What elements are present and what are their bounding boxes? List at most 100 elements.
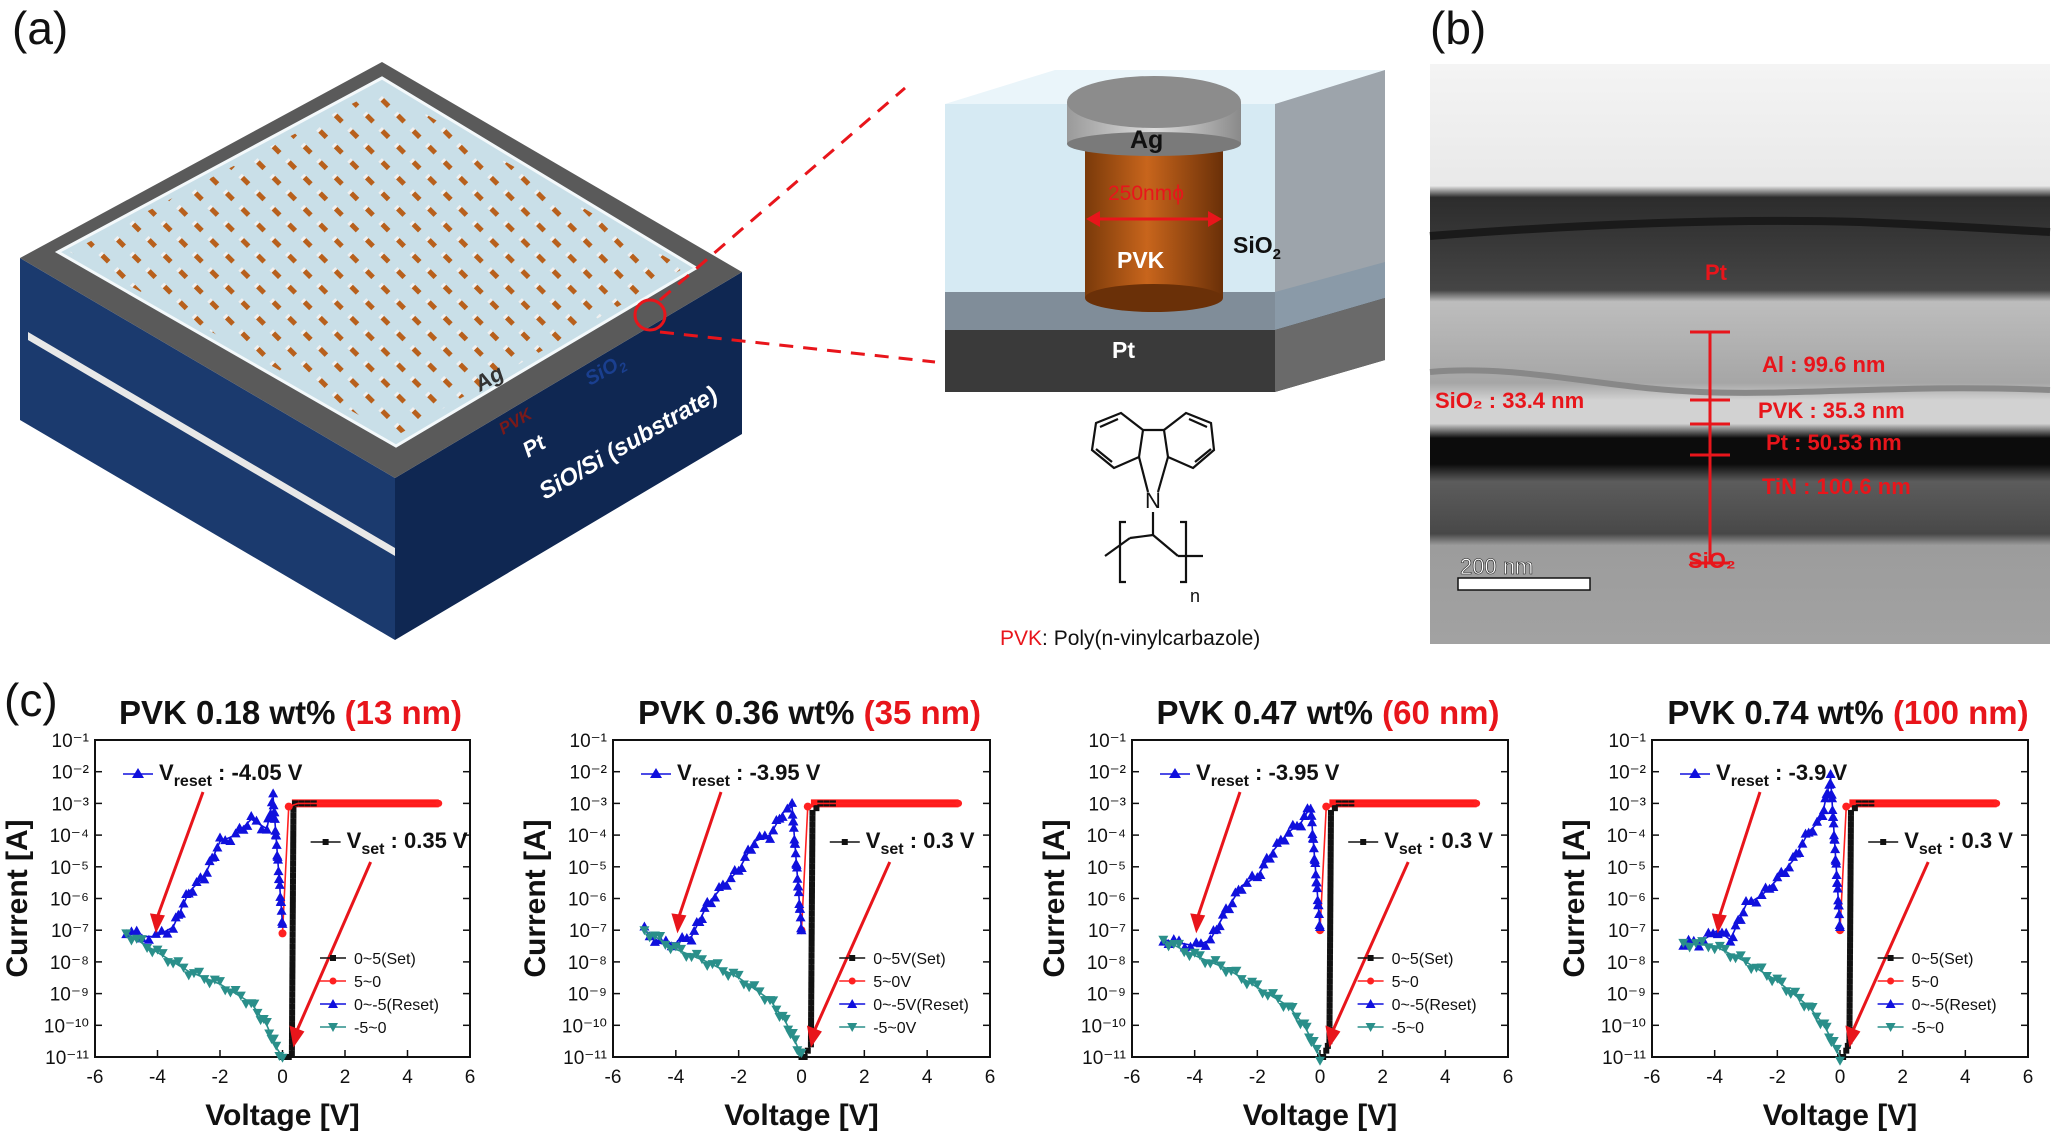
data-point	[1846, 966, 1853, 973]
substrate-right-face	[395, 272, 742, 640]
data-point	[717, 967, 728, 977]
y-tick-label: 10⁻⁹	[1607, 985, 1646, 1006]
data-point	[1326, 996, 1333, 1003]
data-point	[1309, 853, 1320, 863]
data-point	[269, 813, 280, 823]
data-point	[1326, 1002, 1333, 1009]
data-point	[793, 887, 804, 897]
data-point	[289, 1009, 296, 1016]
data-point	[1327, 918, 1334, 925]
molecule-repeat-n: n	[1190, 586, 1200, 606]
data-point	[1327, 924, 1334, 931]
y-tick-label: 10⁻¹⁰	[1601, 1016, 1646, 1037]
data-point	[289, 919, 296, 926]
data-point	[1314, 908, 1325, 918]
data-point	[1821, 1022, 1832, 1032]
data-point	[289, 901, 296, 908]
data-point	[1327, 948, 1334, 955]
data-point	[1831, 869, 1842, 879]
legend-label: 0~5V(Set)	[873, 951, 945, 968]
vreset-sub: reset	[1731, 773, 1770, 790]
data-point	[1833, 900, 1844, 910]
data-point	[270, 825, 281, 835]
data-point	[1730, 954, 1741, 964]
data-point	[1846, 978, 1853, 985]
vreset-v: V	[1716, 760, 1731, 785]
y-tick-label: 10⁻⁸	[1087, 953, 1126, 974]
data-point	[1846, 972, 1853, 979]
data-point	[1847, 948, 1854, 955]
data-point	[1725, 936, 1736, 946]
data-point	[1797, 838, 1808, 848]
data-point	[1311, 877, 1322, 887]
x-tick-label: 0	[277, 1067, 288, 1088]
series-line	[1319, 802, 1477, 931]
data-point	[268, 788, 279, 798]
chart-title: PVK 0.18 wt% (13 nm)	[119, 694, 462, 731]
series-line	[125, 796, 284, 938]
data-point	[1327, 827, 1334, 834]
crossbar-array-illustration: Ag PVK SiO2 Pt SiO/Si (substrate)	[20, 62, 936, 640]
data-point	[266, 797, 277, 807]
data-point	[808, 1011, 815, 1018]
panel-label-a: (a)	[12, 2, 68, 54]
data-point	[251, 815, 262, 825]
data-point	[808, 1005, 815, 1012]
data-point	[813, 805, 820, 812]
data-point	[289, 949, 296, 956]
vreset-arrow	[1718, 791, 1762, 916]
data-point	[1697, 937, 1708, 947]
data-point	[1301, 1022, 1312, 1032]
data-point	[1310, 869, 1321, 879]
vreset-v: V	[677, 760, 692, 785]
vreset-label: Vreset : -3.95 V	[1196, 760, 1340, 790]
data-point	[1847, 827, 1854, 834]
data-point	[1846, 996, 1853, 1003]
x-tick-label: 6	[465, 1067, 476, 1088]
data-point	[275, 896, 286, 906]
data-point	[152, 945, 163, 955]
y-tick-label: 10⁻¹¹	[563, 1048, 607, 1069]
data-point	[1307, 817, 1318, 827]
panel-a: (a) Ag PVK SiO2 Pt SiO/Si (substrate)	[12, 2, 1385, 650]
zoom-line-top	[659, 86, 906, 302]
chart-title-thickness: (100 nm)	[1893, 694, 2029, 731]
vset-label: Vset : 0.35 V	[347, 828, 468, 858]
data-point	[215, 977, 225, 987]
data-point	[1191, 937, 1202, 947]
data-point	[1846, 1008, 1853, 1015]
data-point	[288, 1050, 295, 1057]
x-tick-label: -2	[730, 1067, 747, 1088]
vset-marker	[322, 839, 329, 845]
data-point	[808, 887, 815, 894]
data-point	[1205, 934, 1216, 944]
pvk-molecule-structure	[1090, 411, 1216, 584]
series-reset	[1158, 803, 1325, 952]
vset-arrowhead	[806, 1025, 822, 1048]
data-point	[1735, 951, 1746, 961]
x-axis-label: Voltage [V]	[724, 1099, 878, 1132]
highlight-circle	[633, 298, 667, 332]
cell-pvk-pillar	[1085, 148, 1223, 298]
vset-sub: set	[1399, 841, 1423, 858]
substrate-edge-highlight	[28, 332, 395, 556]
data-point	[808, 928, 815, 935]
vset-value: : 0.35 V	[384, 828, 467, 853]
data-point	[1327, 942, 1334, 949]
vset-sub: set	[880, 841, 904, 858]
data-point	[1847, 906, 1854, 913]
data-point	[783, 1025, 794, 1035]
panel-label-c: (c)	[4, 674, 58, 726]
data-point	[290, 842, 297, 849]
data-point	[289, 991, 296, 998]
series-line	[281, 802, 439, 934]
data-point	[808, 1017, 815, 1024]
legend-label: 5~0V	[873, 974, 911, 991]
data-point	[1247, 977, 1258, 987]
legend-label: 0~-5V(Reset)	[873, 997, 969, 1014]
data-point	[1847, 942, 1854, 949]
vset-v: V	[347, 828, 362, 853]
data-point	[1807, 1003, 1818, 1013]
single-cell-illustration: Ag 250nmϕ PVK SiO2 Pt	[945, 70, 1385, 392]
data-point	[639, 926, 650, 936]
